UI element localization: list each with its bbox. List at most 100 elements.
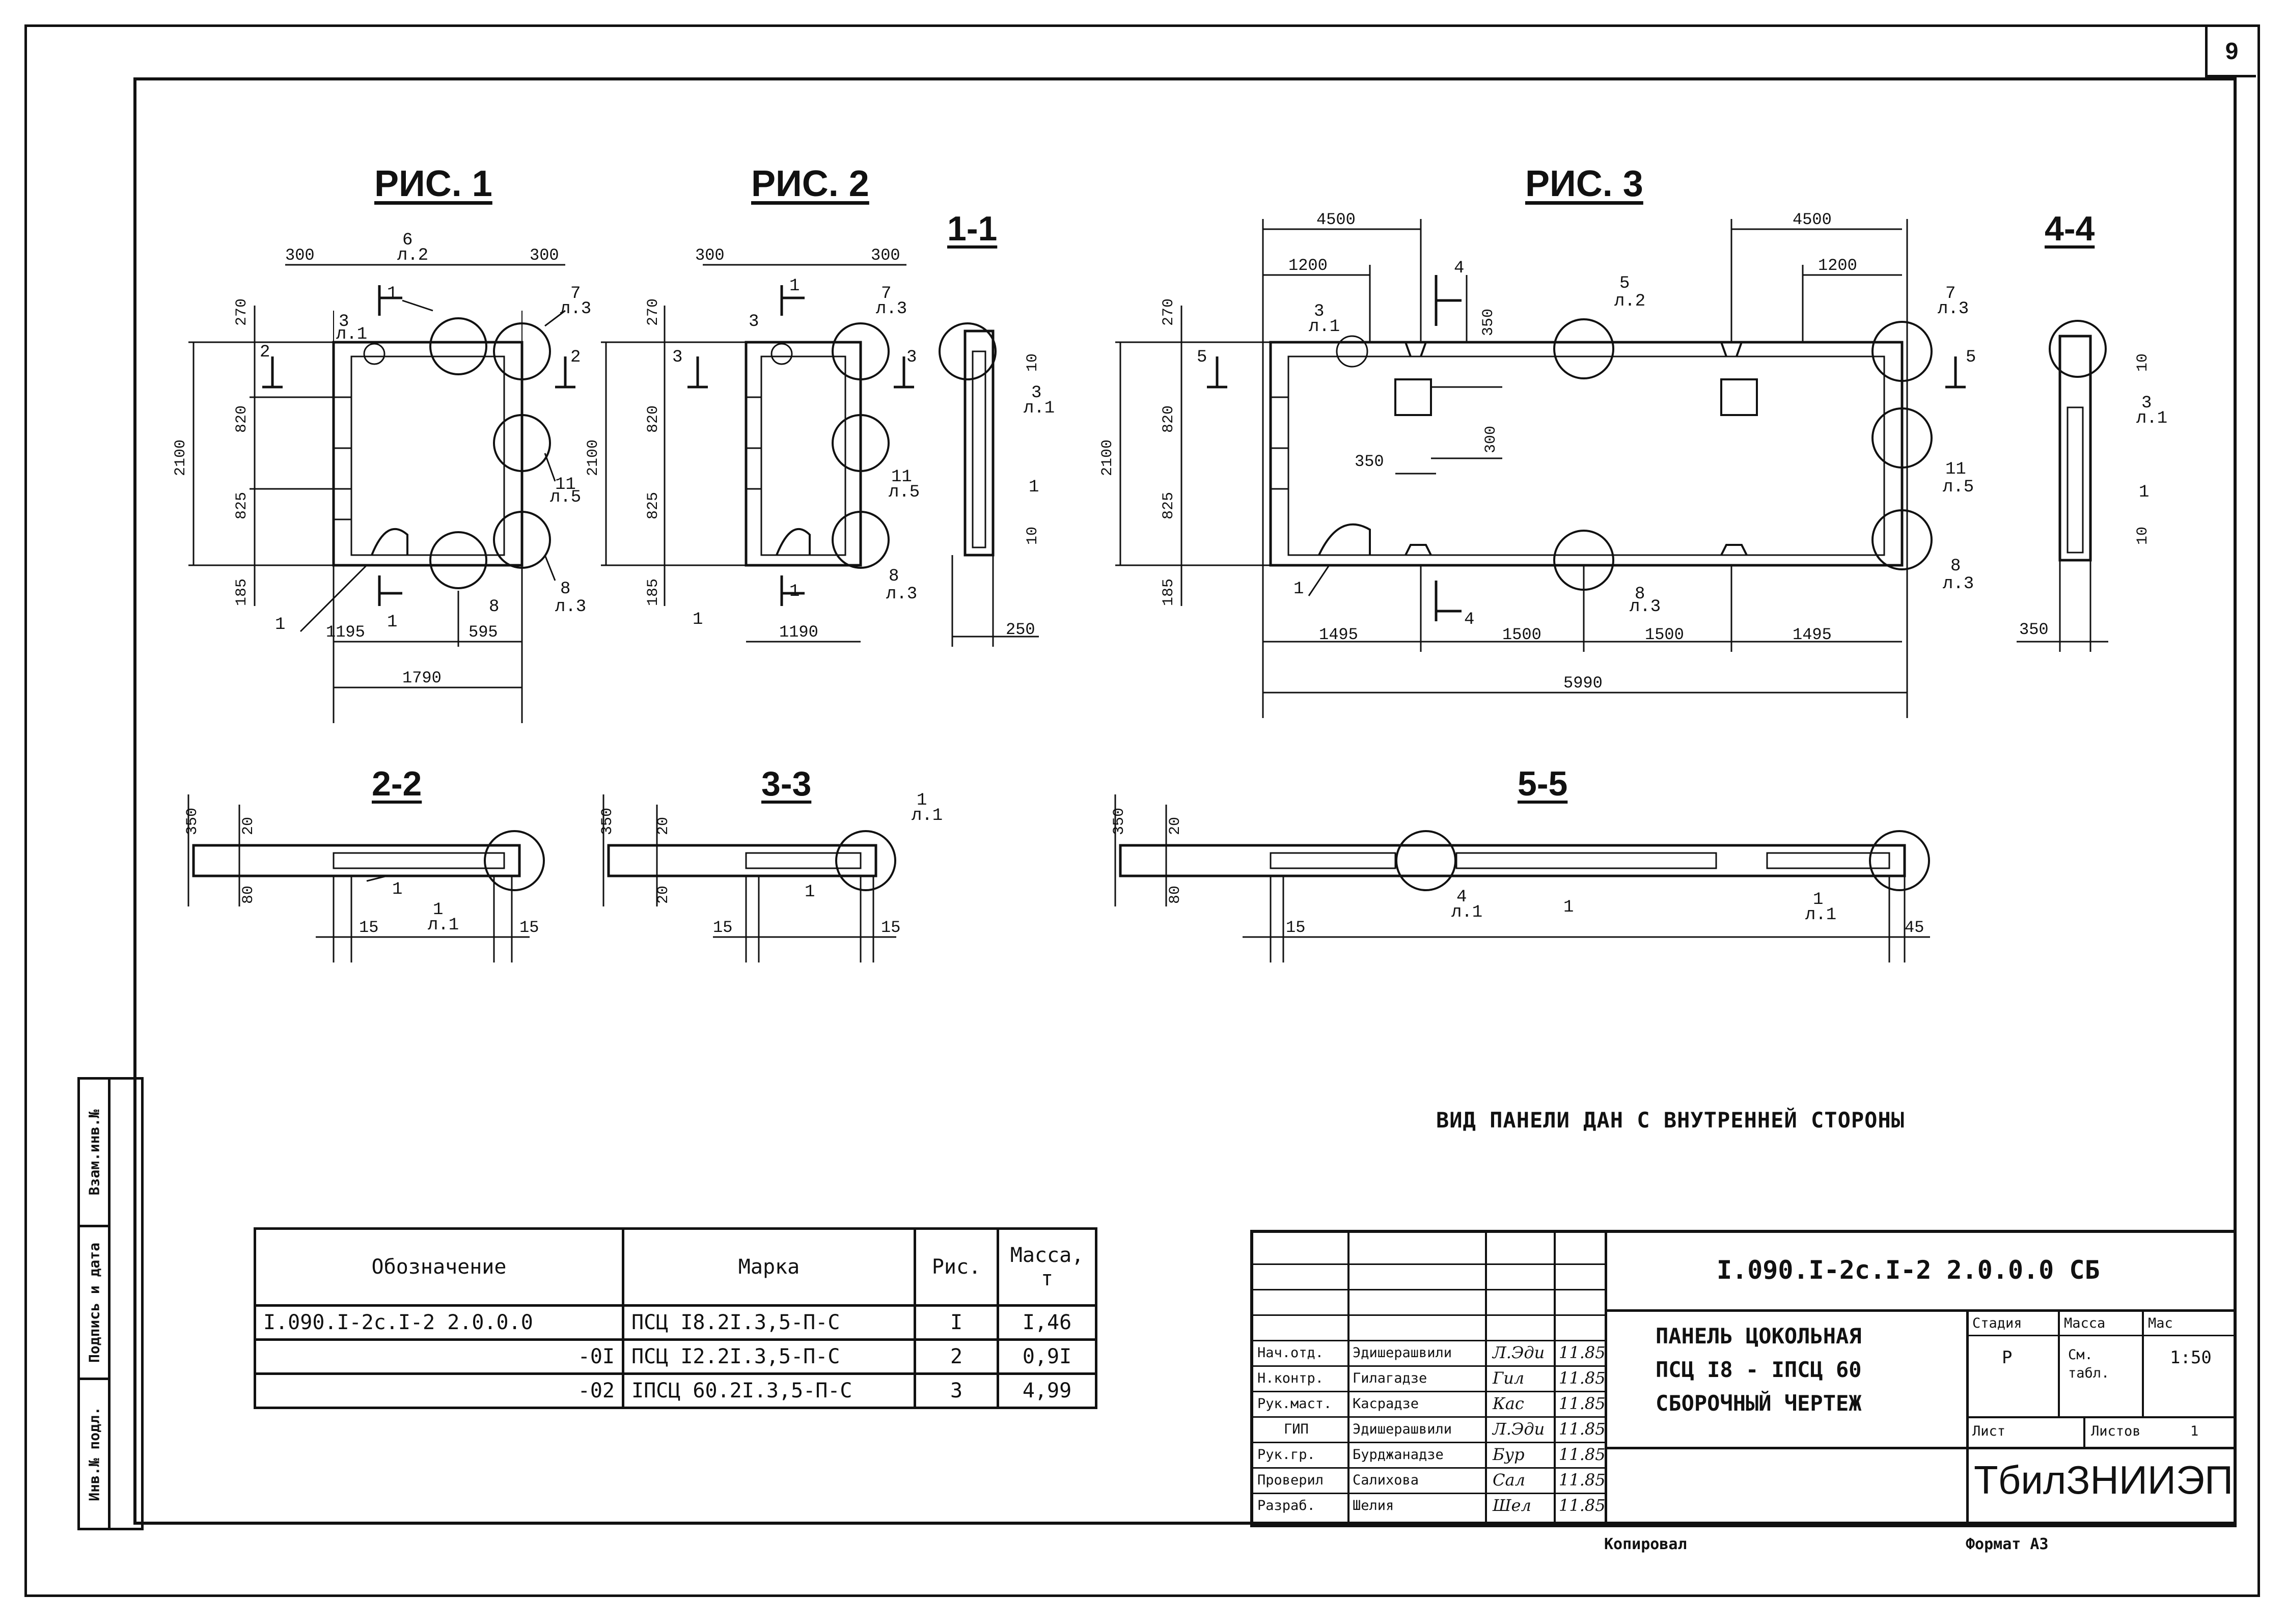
svg-text:1: 1 [1293,580,1304,599]
fig3-dimension-lines [1115,219,1966,718]
side-stamp-inventory: Инв.№ подл. [80,1380,111,1528]
sheet-number: 9 [2205,26,2256,77]
drawing-frame [133,77,2237,1525]
svg-text:5: 5 [1966,348,1976,367]
fig1-dim-270: 270 [233,298,251,326]
svg-text:5: 5 [1197,348,1207,367]
svg-text:820: 820 [1160,405,1177,433]
fig1-dim-825: 825 [233,492,251,519]
section-1-1-title: 1-1 [947,209,998,248]
panel-view-note: ВИД ПАНЕЛИ ДАН С ВНУТРЕННЕЙ СТОРОНЫ [1436,1108,1905,1133]
svg-text:л.1: л.1 [1024,399,1055,418]
sheets-value: 1 [2190,1423,2199,1439]
svg-text:4: 4 [1456,888,1467,907]
svg-text:15: 15 [1286,918,1305,937]
fig1-panel-outline [332,311,551,589]
fig2-panel-outline [745,322,890,569]
svg-text:270: 270 [1160,298,1177,326]
svg-text:350: 350 [184,808,201,835]
side-stamp-signature: Подпись и дата [80,1227,111,1380]
stage-label: Стадия [1972,1315,2022,1331]
svg-text:20: 20 [655,817,672,835]
fig2-dimension-lines [601,264,914,643]
s11-dim-texts: 250 10 10 3 л.1 1 [1006,353,1055,639]
svg-text:15: 15 [713,918,732,937]
svg-text:185: 185 [645,579,662,606]
spec-row: -02 IПСЦ 60.2I.3,5-П-С 3 4,99 [254,1372,1097,1409]
svg-text:5: 5 [1619,274,1630,293]
svg-text:л.3: л.3 [1630,597,1661,617]
svg-text:2100: 2100 [585,439,602,476]
fig3-title: РИС. 3 [1525,163,1643,204]
svg-text:8: 8 [1950,557,1961,576]
svg-text:350: 350 [1480,309,1497,336]
svg-text:л.5: л.5 [1943,478,1974,497]
stage-value: Р [2002,1347,2013,1368]
svg-text:1: 1 [789,277,800,296]
doc-number: I.090.I-2c.I-2 2.0.0.0 СБ [1717,1255,2100,1285]
svg-text:185: 185 [1160,579,1177,606]
svg-text:л.2: л.2 [397,246,428,265]
fig1-dim-1790: 1790 [402,669,442,687]
svg-text:л.5: л.5 [550,488,581,507]
svg-text:350: 350 [1111,808,1128,835]
svg-text:5990: 5990 [1563,674,1603,693]
svg-text:л.2: л.2 [1614,292,1645,311]
s33-dim-texts: 350 20 20 15 15 1 1 л.1 [599,791,943,937]
svg-text:20: 20 [655,886,672,904]
svg-text:3: 3 [672,348,682,367]
specification-table: Обозначение Марка Рис. Масса, т I.090.I-… [254,1227,1097,1409]
svg-text:1500: 1500 [1502,625,1541,644]
fig1-callouts: 6 л.2 3 л.1 1 7 л.3 2 2 11 л.5 8 л.3 1 1… [260,231,591,635]
svg-text:8: 8 [889,567,899,586]
sheet-outer-frame [24,24,2260,1597]
svg-text:300: 300 [1482,426,1500,453]
fig1-dim-820: 820 [233,405,251,433]
svg-text:350: 350 [1355,452,1384,471]
svg-text:1: 1 [387,613,397,632]
spec-header-mark: Марка [622,1227,916,1307]
svg-text:4: 4 [1454,259,1464,278]
svg-text:3: 3 [1031,383,1041,403]
fig2-title: РИС. 2 [751,163,869,204]
svg-text:л.1: л.1 [1805,905,1836,925]
section-2-2-outline [187,794,545,962]
spec-header-fig: Рис. [914,1227,999,1307]
section-2-2-title: 2-2 [372,764,422,803]
svg-text:80: 80 [240,886,257,904]
section-3-3-outline [602,794,896,962]
sheet-label: Лист [1972,1423,2006,1439]
svg-text:л.1: л.1 [336,325,367,344]
svg-text:2: 2 [570,348,581,367]
svg-text:л.1: л.1 [2136,409,2167,428]
fig1-dimension-lines [188,264,575,723]
svg-text:3: 3 [749,312,759,332]
svg-text:1: 1 [2139,483,2149,502]
svg-text:300: 300 [695,246,725,265]
spec-header-mass: Масса, т [997,1227,1097,1307]
spec-row: I.090.I-2c.I-2 2.0.0.0 ПСЦ I8.2I.3,5-П-С… [254,1304,1097,1341]
section-5-5-title: 5-5 [1518,764,1568,803]
svg-text:1: 1 [1029,478,1039,497]
svg-text:л.1: л.1 [428,916,459,935]
svg-text:10: 10 [1024,353,1041,372]
svg-text:1: 1 [275,615,285,635]
svg-text:15: 15 [519,918,539,937]
fig1-dim-300-right: 300 [530,246,559,265]
section-4-4-title: 4-4 [2045,209,2095,248]
svg-text:7: 7 [1945,284,1956,304]
fig1-dim-2100: 2100 [172,439,189,476]
svg-text:45: 45 [1905,918,1924,937]
fig1-dim-1195: 1195 [326,623,365,642]
side-stamp: Взам.инв.№ Подпись и дата Инв.№ подл. [77,1077,144,1530]
svg-text:10: 10 [2134,527,2152,545]
svg-text:7: 7 [881,284,891,304]
svg-text:1500: 1500 [1645,625,1684,644]
svg-text:10: 10 [2134,353,2152,372]
svg-text:1200: 1200 [1818,256,1857,275]
title-block: I.090.I-2c.I-2 2.0.0.0 СБ ПАНЕЛЬ ЦОКОЛЬН… [1250,1230,2237,1527]
scale-label: Мас [2148,1315,2173,1331]
svg-text:3: 3 [1314,302,1324,321]
fig1-dim-texts: 300 300 270 2100 820 825 185 1195 595 17… [172,246,559,687]
